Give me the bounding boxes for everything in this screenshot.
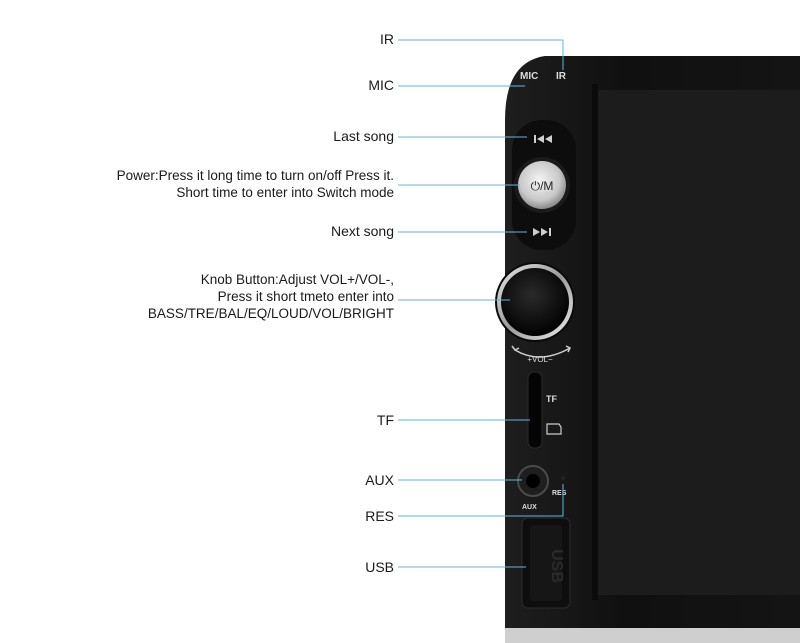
callout-aux: AUX	[365, 472, 394, 488]
callout-knob-line1: Knob Button:Adjust VOL+/VOL-,	[200, 272, 394, 287]
callout-usb: USB	[365, 559, 394, 575]
callout-last-song: Last song	[333, 128, 394, 144]
leader-res	[398, 484, 564, 517]
device-ir-text: IR	[556, 71, 567, 82]
device-usb-text: USB	[548, 549, 565, 583]
prev-track-icon	[534, 135, 552, 143]
callout-knob: Knob Button:Adjust VOL+/VOL-, Press it s…	[148, 271, 394, 322]
callout-mic: MIC	[368, 77, 394, 93]
device-screen	[598, 90, 800, 595]
callout-res: RES	[365, 508, 394, 524]
device-mic-text: MIC	[520, 71, 538, 82]
device-aux-text: AUX	[522, 504, 537, 511]
callout-knob-line2: Press it short tmeto enter into	[217, 289, 394, 304]
leader-lines	[398, 39, 564, 568]
callout-knob-line3: BASS/TRE/BAL/EQ/LOUD/VOL/BRIGHT	[147, 306, 394, 321]
device-tf-text: TF	[546, 394, 557, 404]
leader-ir	[398, 39, 564, 70]
next-track-icon	[533, 228, 551, 236]
device-res-text: RES	[552, 490, 567, 497]
sd-card-icon	[546, 423, 562, 435]
tf-slot	[527, 371, 543, 449]
callout-tf: TF	[376, 412, 394, 428]
callout-power-line1: Power:Press it long time to turn on/off …	[116, 168, 394, 183]
volume-knob	[501, 268, 569, 336]
vol-arc-text: +VOL−	[527, 355, 553, 364]
device-bottom-edge	[505, 628, 800, 643]
callout-power-line2: Short time to enter into Switch mode	[176, 185, 394, 200]
power-button-text: ⏻/M	[531, 179, 554, 193]
callout-power: Power:Press it long time to turn on/off …	[117, 167, 394, 201]
callout-next-song: Next song	[330, 223, 394, 239]
callout-ir: IR	[380, 31, 394, 47]
